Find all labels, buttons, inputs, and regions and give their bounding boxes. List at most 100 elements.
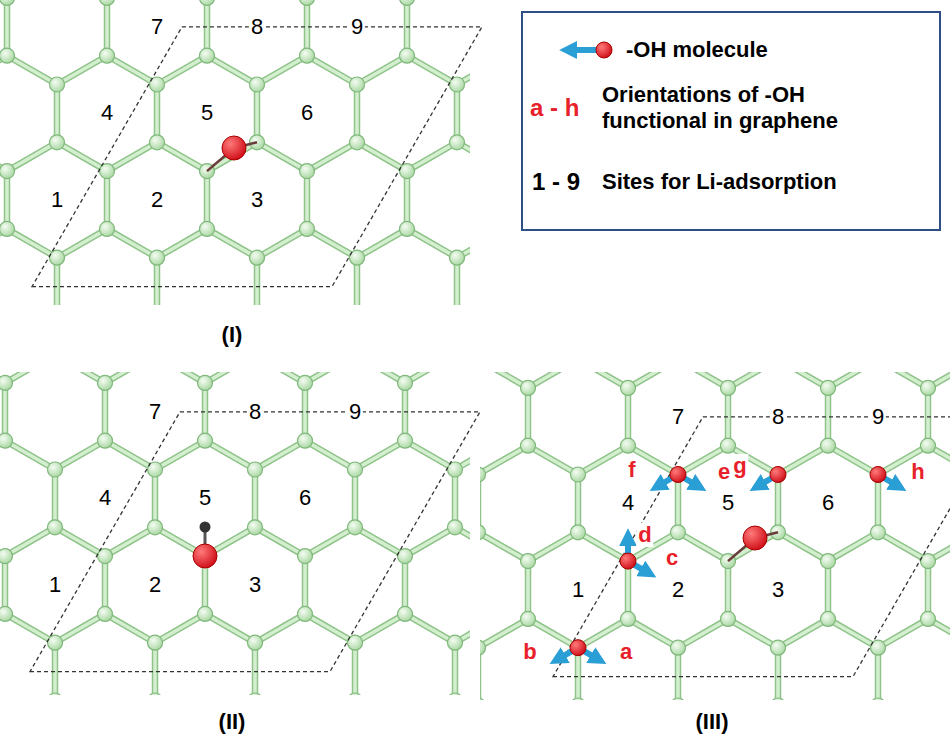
orientation-letter: g <box>731 454 748 478</box>
site-number: 6 <box>820 491 836 515</box>
carbon-atom <box>400 0 415 5</box>
orientation-letter: d <box>636 523 653 547</box>
carbon-atom <box>50 77 65 92</box>
hydroxyl-group <box>193 522 217 569</box>
carbon-atom <box>150 250 165 265</box>
bond <box>0 372 470 695</box>
carbon-atom <box>100 221 115 236</box>
carbon-atom <box>480 698 486 700</box>
graphene-sheet <box>0 372 470 695</box>
carbon-atom <box>871 698 886 700</box>
legend-sample: 1 - 9 <box>530 169 582 195</box>
carbon-atom <box>248 693 263 695</box>
legend-box <box>522 12 940 230</box>
orientation-letter: f <box>626 458 637 482</box>
carbon-atom <box>198 433 213 448</box>
carbon-atom <box>571 467 586 482</box>
bond-outline <box>0 0 470 305</box>
carbon-atom <box>480 640 486 655</box>
legend-text: -OH molecule <box>624 36 770 64</box>
carbon-atom <box>0 606 13 621</box>
carbon-atom <box>198 606 213 621</box>
carbon-atom <box>521 554 536 569</box>
carbon-atom <box>450 135 465 150</box>
site-number: 8 <box>770 405 786 429</box>
carbon-atom <box>921 554 936 569</box>
carbon-atom <box>100 0 115 5</box>
carbon-atom <box>48 693 63 695</box>
carbon-atom <box>250 77 265 92</box>
carbon-atom <box>621 554 636 569</box>
carbon-atom <box>350 77 365 92</box>
panel-label: (I) <box>220 323 245 347</box>
carbon-atom <box>450 250 465 265</box>
carbon-atom <box>721 611 736 626</box>
site-number: 5 <box>197 486 213 510</box>
site-number: 3 <box>247 573 263 597</box>
carbon-atom <box>298 549 313 564</box>
orientation-letter: h <box>909 460 926 484</box>
carbon-atom <box>300 48 315 63</box>
site-number: 8 <box>249 15 265 39</box>
carbon-atom <box>398 549 413 564</box>
carbon-atom <box>771 640 786 655</box>
graphene-sheet <box>0 0 470 305</box>
site-number: 1 <box>570 578 586 602</box>
carbon-atom <box>150 135 165 150</box>
bond-outline <box>480 372 950 700</box>
carbon-atom <box>300 221 315 236</box>
site-number: 2 <box>147 573 163 597</box>
site-number: 3 <box>249 188 265 212</box>
carbon-atom <box>821 611 836 626</box>
legend-text: Orientations of -OH functional in graphe… <box>600 81 864 136</box>
site-number: 2 <box>149 188 165 212</box>
carbon-atom <box>448 635 463 650</box>
carbon-atom <box>250 250 265 265</box>
carbon-atom <box>521 438 536 453</box>
graphene-sheet <box>480 372 950 700</box>
carbon-atom <box>0 0 15 5</box>
orientation-letter: b <box>521 640 538 664</box>
carbon-atom <box>48 462 63 477</box>
carbon-atom <box>200 0 215 5</box>
bond <box>0 0 470 305</box>
carbon-atom <box>398 375 413 390</box>
bond <box>480 372 950 700</box>
carbon-atom <box>821 554 836 569</box>
carbon-atom <box>0 164 15 179</box>
carbon-atom <box>448 520 463 535</box>
carbon-atom <box>300 0 315 5</box>
carbon-atom <box>0 549 13 564</box>
site-number: 5 <box>720 491 736 515</box>
site-number: 7 <box>149 15 165 39</box>
carbon-atom <box>400 221 415 236</box>
site-number: 7 <box>670 405 686 429</box>
site-number: 9 <box>870 405 886 429</box>
carbon-atom <box>671 640 686 655</box>
carbon-atom <box>148 693 163 695</box>
carbon-atom <box>921 380 936 395</box>
carbon-atom <box>100 48 115 63</box>
carbon-atom <box>0 221 15 236</box>
site-number: 6 <box>297 486 313 510</box>
carbon-atom <box>300 164 315 179</box>
carbon-atom <box>200 221 215 236</box>
carbon-atom <box>571 640 586 655</box>
carbon-atom <box>821 380 836 395</box>
carbon-atom <box>721 438 736 453</box>
carbon-atom <box>448 693 463 695</box>
carbon-atom <box>521 380 536 395</box>
carbon-atom <box>480 467 486 482</box>
oh-dots <box>570 42 886 656</box>
site-number: 4 <box>97 486 113 510</box>
site-number: 4 <box>99 101 115 125</box>
carbon-atom <box>98 606 113 621</box>
carbon-atom <box>400 48 415 63</box>
carbon-atom <box>400 164 415 179</box>
carbon-atom <box>98 433 113 448</box>
epoxy-oxygen <box>207 136 778 561</box>
carbon-atom <box>0 375 13 390</box>
carbon-atom <box>480 525 486 540</box>
carbon-atom <box>671 467 686 482</box>
